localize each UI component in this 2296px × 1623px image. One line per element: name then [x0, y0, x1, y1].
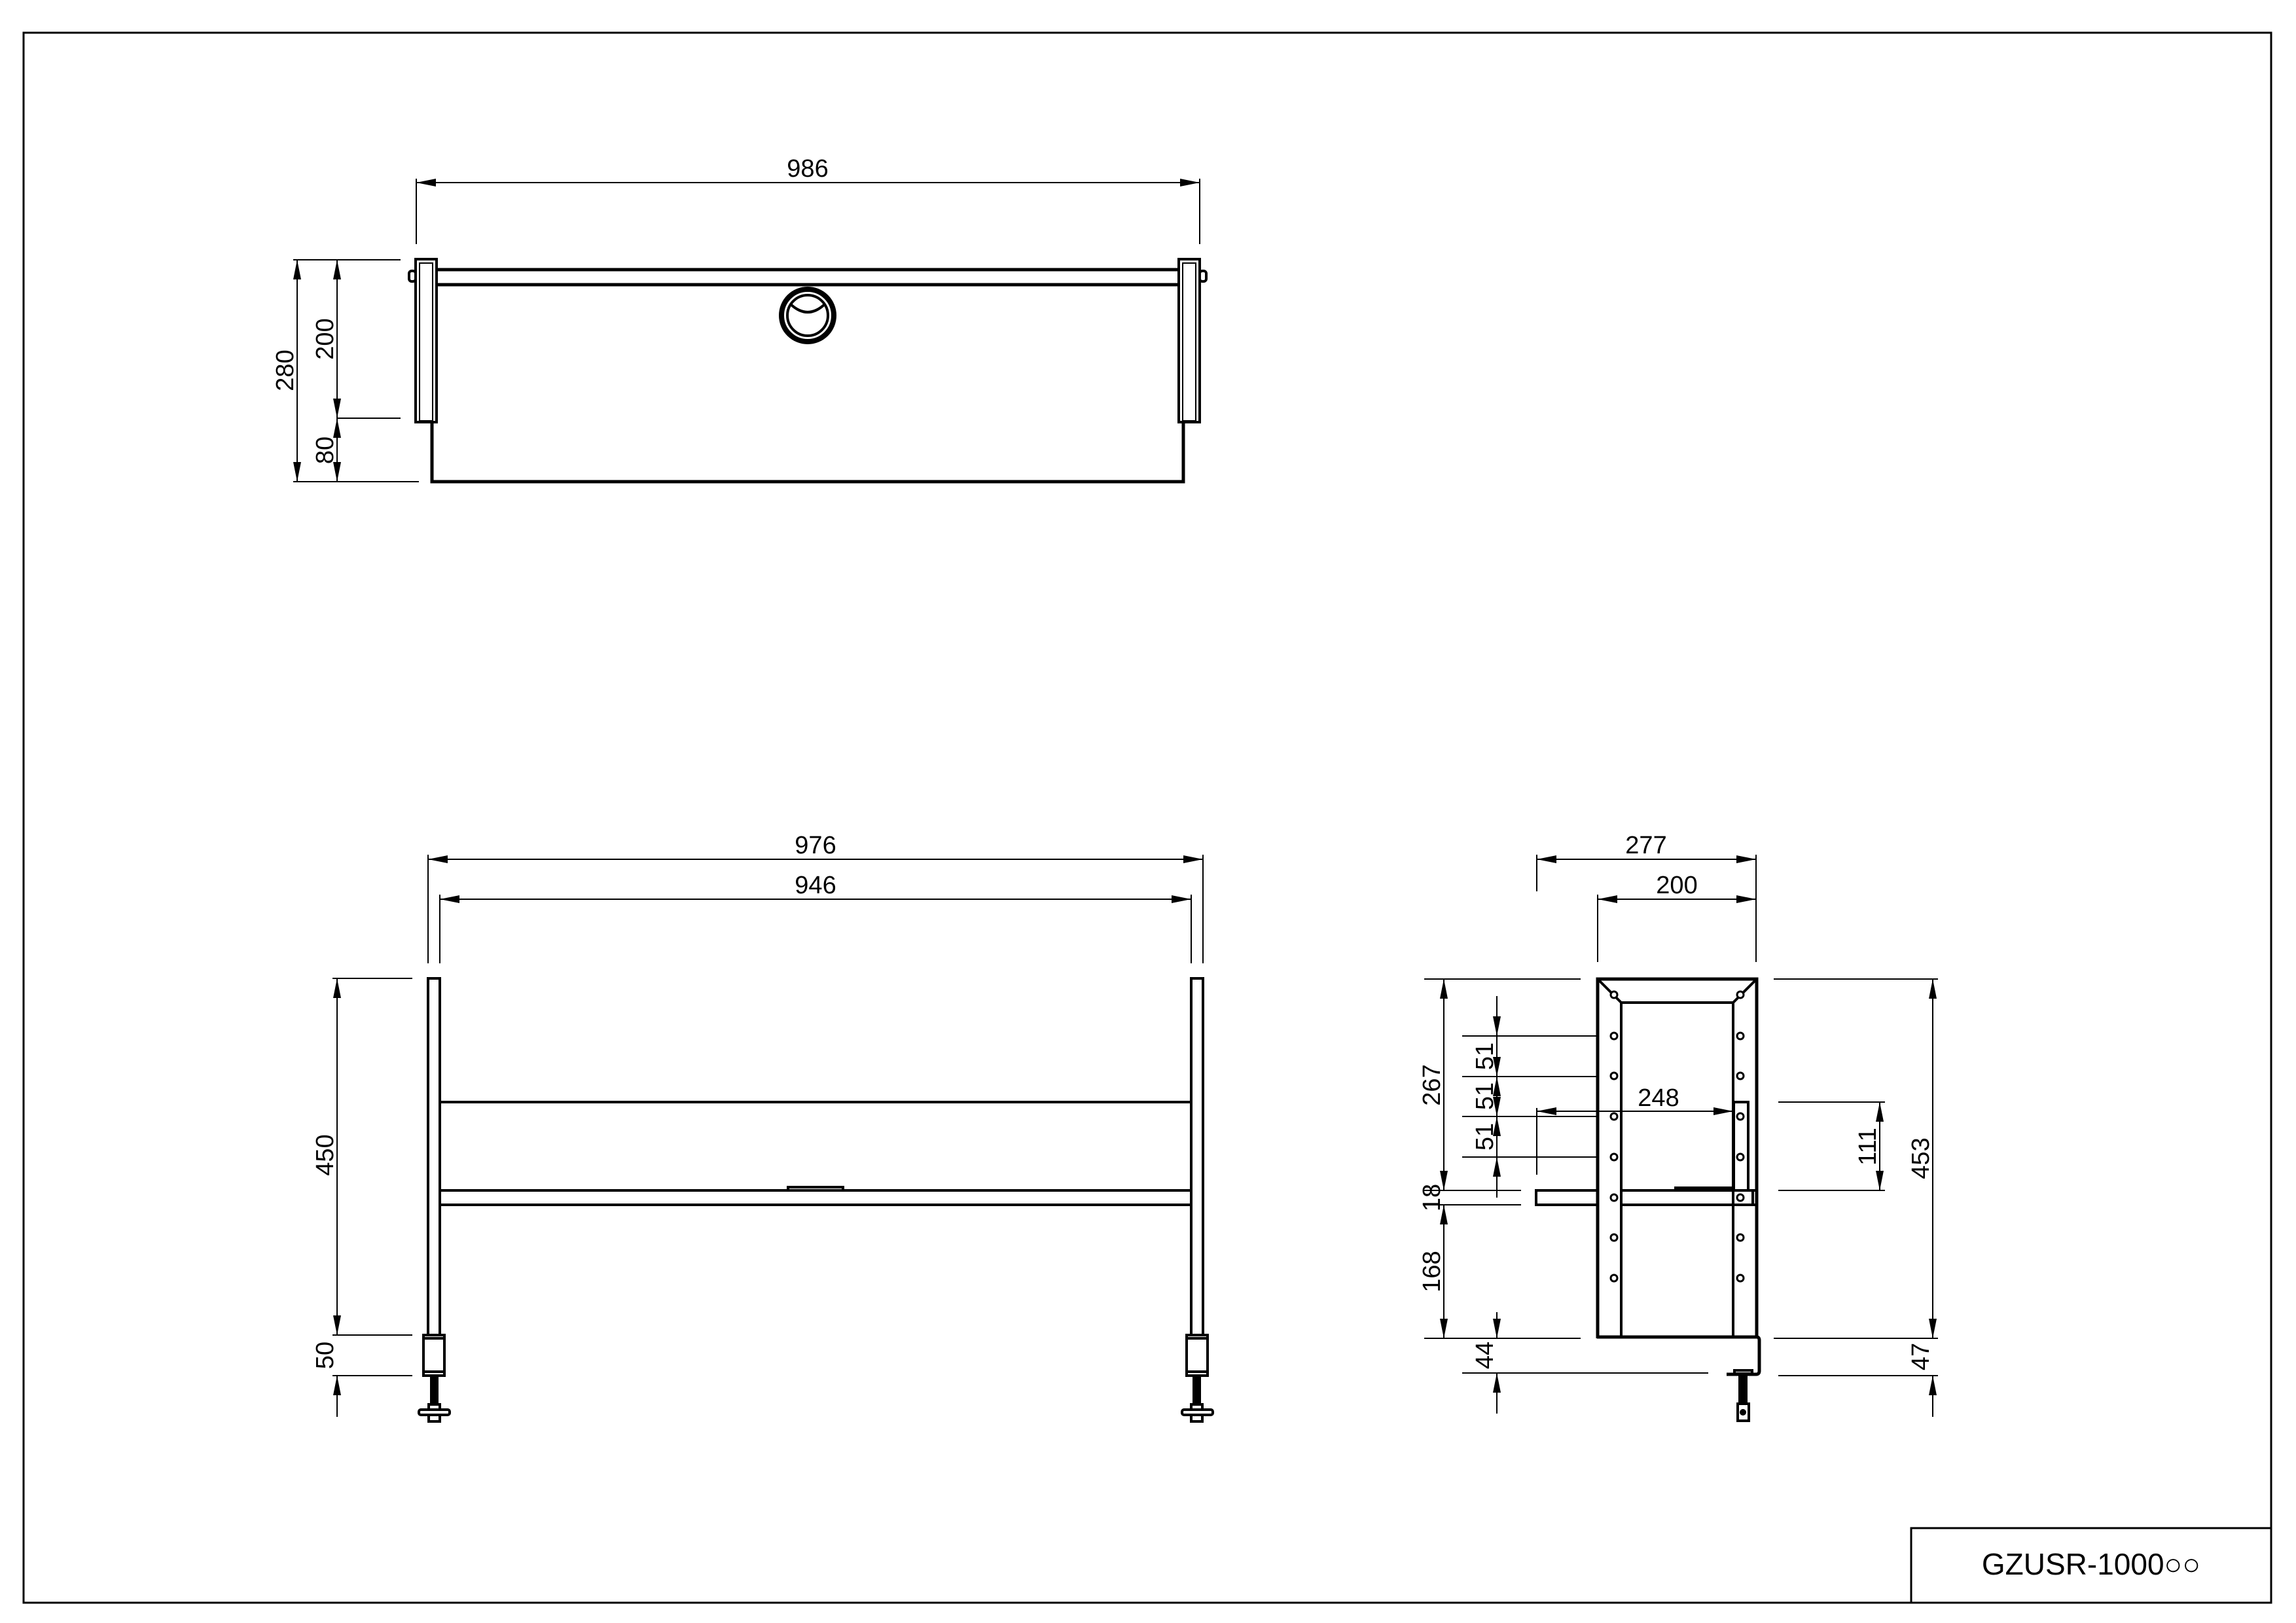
- dim-280: 280: [272, 349, 299, 391]
- dim-277: 277: [1625, 832, 1666, 859]
- dim-450: 450: [312, 1134, 339, 1175]
- knob-right: [1198, 270, 1208, 283]
- dim-50: 50: [312, 1342, 339, 1369]
- knob-left: [408, 270, 417, 283]
- dim-80: 80: [312, 437, 339, 464]
- dim-200: 200: [312, 318, 339, 359]
- dim-986: 986: [787, 155, 828, 183]
- title-block: GZUSR-1000○○: [1910, 1527, 2272, 1604]
- clamp-right: [1181, 1334, 1214, 1423]
- leg-right: [1190, 977, 1204, 1336]
- model-number: GZUSR-1000○○: [1982, 1547, 2200, 1581]
- dim-267: 267: [1418, 1064, 1446, 1105]
- front-view: 976 946 450 50: [312, 832, 1214, 1423]
- dim-51-c: 51: [1471, 1123, 1499, 1150]
- top-view: 986 280 200 80: [272, 155, 1208, 484]
- side-clamp: [1597, 1335, 1761, 1422]
- dim-51-a: 51: [1471, 1043, 1499, 1070]
- cable-grommet: [779, 287, 836, 344]
- sheet-border: [22, 31, 2272, 1604]
- dim-47: 47: [1907, 1343, 1935, 1370]
- dim-44: 44: [1471, 1342, 1499, 1369]
- post-left: [414, 258, 438, 423]
- side-view: 277 200 267 18 168 51 51: [1418, 832, 1938, 1422]
- leg-left: [427, 977, 441, 1336]
- dim-111: 111: [1854, 1128, 1882, 1166]
- dim-453: 453: [1907, 1137, 1935, 1179]
- side-shelf: [1535, 1101, 1757, 1206]
- dim-200-side: 200: [1656, 872, 1697, 899]
- dim-946: 946: [795, 872, 836, 899]
- dim-976: 976: [795, 832, 836, 859]
- dim-18: 18: [1418, 1184, 1446, 1211]
- center-plate: [787, 1186, 844, 1192]
- clamp-left: [418, 1334, 451, 1423]
- dim-168: 168: [1418, 1251, 1446, 1292]
- dim-248: 248: [1638, 1084, 1679, 1112]
- dim-51-b: 51: [1471, 1082, 1499, 1110]
- post-right: [1177, 258, 1201, 423]
